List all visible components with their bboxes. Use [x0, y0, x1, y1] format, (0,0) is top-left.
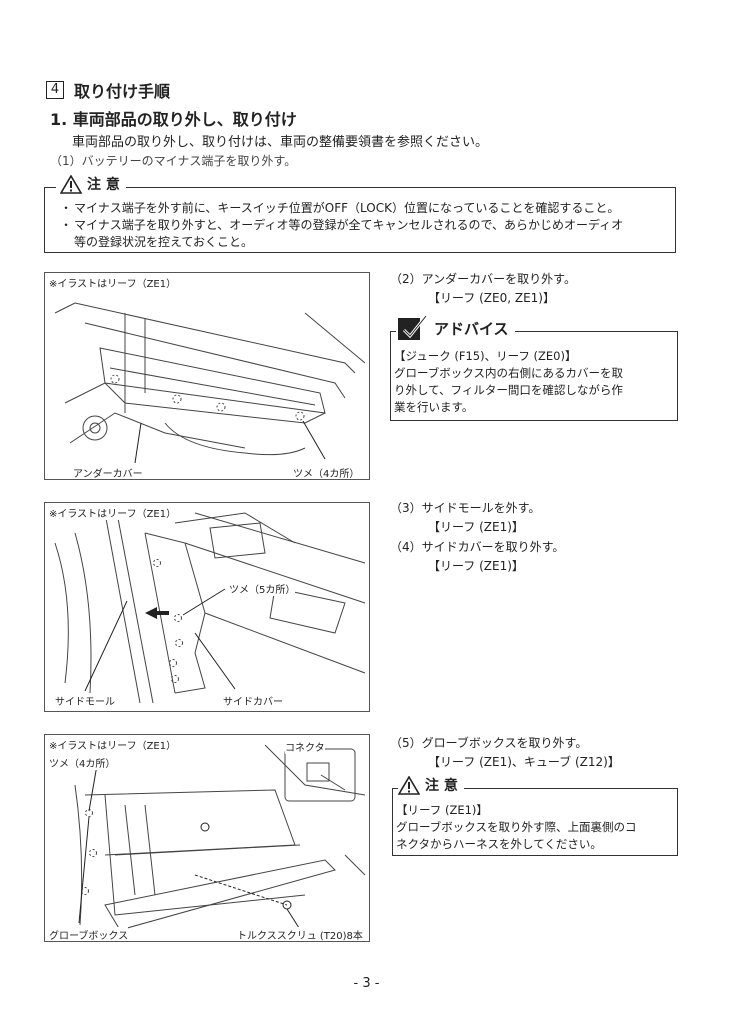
- intro-text: 車両部品の取り外し、取り付けは、車両の整備要領書を参照ください。: [72, 135, 489, 150]
- figure-1-caption: ※イラストはリーフ（ZE1）: [49, 275, 179, 290]
- side-cover-illustration: [54, 512, 366, 704]
- label-side-cover: サイドカバー: [223, 693, 283, 708]
- step-3-line-2: 【リーフ (ZE1)】: [428, 520, 524, 534]
- caution-small-title: 注 意: [425, 778, 458, 794]
- caution-item: マイナス端子を取り外すと、オーディオ等の登録が全てキャンセルされるので、あらかじ…: [60, 217, 670, 234]
- section-number: 4: [46, 81, 64, 99]
- label-under-cover: アンダーカバー: [73, 465, 143, 479]
- label-connector: コネクタ: [285, 739, 325, 754]
- caution-small-line: ネクタからハーネスを外してください。: [396, 837, 602, 851]
- label-side-mall: サイドモール: [55, 693, 115, 708]
- step-5-line-2: 【リーフ (ZE1)、キューブ (Z12)】: [428, 755, 620, 769]
- step-5: （5）グローブボックスを取り外す。 【リーフ (ZE1)、キューブ (Z12)】: [390, 734, 620, 772]
- caution-title: 注 意: [87, 177, 120, 193]
- label-glove-box: グローブボックス: [49, 927, 129, 941]
- page-number: - 3 -: [353, 976, 380, 991]
- advice-text: 【ジューク (F15)、リーフ (ZE0)】 グローブボックス内の右側にあるカバ…: [394, 348, 676, 416]
- advice-heading: アドバイス: [396, 314, 515, 342]
- caution-item-continuation: 等の登録状況を控えておくこと。: [60, 234, 670, 251]
- label-torx-screw: トルクススクリュ (T20)8本: [237, 927, 363, 941]
- caution-small-heading: 注 意: [398, 775, 464, 795]
- subsection-title: 1. 車両部品の取り外し、取り付け: [50, 110, 297, 129]
- advice-line: グローブボックス内の右側にあるカバーを取: [394, 366, 623, 380]
- step-4-line-2: 【リーフ (ZE1)】: [428, 559, 524, 573]
- caution-small-line: グローブボックスを取り外す際、上面裏側のコ: [396, 820, 637, 834]
- advice-line: 業を行います。: [394, 400, 474, 414]
- step-2-line-1: （2）アンダーカバーを取り外す。: [390, 272, 576, 286]
- figure-2-caption: ※イラストはリーフ（ZE1）: [49, 505, 179, 520]
- label-claw-4b: ツメ（4カ所）: [49, 755, 116, 770]
- section-title: 取り付け手順: [74, 82, 171, 101]
- step-1-text: （1）バッテリーのマイナス端子を取り外す。: [50, 154, 297, 168]
- caution-list: マイナス端子を外す前に、キースイッチ位置がOFF（LOCK）位置になっていること…: [60, 200, 670, 251]
- glove-box-illustration: [74, 744, 366, 932]
- advice-line: 【ジューク (F15)、リーフ (ZE0)】: [394, 349, 577, 363]
- step-4-line-1: （4）サイドカバーを取り外す。: [390, 540, 565, 554]
- step-2: （2）アンダーカバーを取り外す。 【リーフ (ZE0, ZE1)】: [390, 270, 576, 308]
- figure-side-cover: ※イラストはリーフ（ZE1） ツメ（5カ所） サイドモール サイドカバー: [44, 502, 370, 712]
- step-3-line-1: （3）サイドモールを外す。: [390, 501, 541, 515]
- caution-item: マイナス端子を外す前に、キースイッチ位置がOFF（LOCK）位置になっていること…: [60, 200, 670, 217]
- figure-under-cover: ※イラストはリーフ（ZE1） アンダーカバー ツメ（4カ所）: [44, 272, 370, 480]
- advice-box: [390, 331, 678, 421]
- warning-icon: [60, 174, 82, 194]
- caution-item-continuation-text: 等の登録状況を控えておくこと。: [74, 235, 254, 249]
- caution-box-small: [392, 788, 678, 856]
- figure-glove-box: ※イラストはリーフ（ZE1） ツメ（4カ所） コネクタ グローブボックス トルク…: [44, 734, 370, 942]
- advice-line: り外して、フィルター間口を確認しながら作: [394, 383, 623, 397]
- step-2-line-2: 【リーフ (ZE0, ZE1)】: [428, 291, 555, 305]
- label-claw-4: ツメ（4カ所）: [293, 465, 360, 479]
- warning-icon: [398, 775, 420, 795]
- caution-box: [44, 187, 676, 253]
- figure-3-caption: ※イラストはリーフ（ZE1）: [49, 737, 179, 752]
- step-5-line-1: （5）グローブボックスを取り外す。: [390, 736, 588, 750]
- step-3: （3）サイドモールを外す。 【リーフ (ZE1)】: [390, 499, 540, 537]
- caution-small-line: 【リーフ (ZE1)】: [396, 803, 488, 817]
- section-heading: 4 取り付け手順: [46, 78, 170, 102]
- step-4: （4）サイドカバーを取り外す。 【リーフ (ZE1)】: [390, 538, 564, 576]
- caution-small-text: 【リーフ (ZE1)】 グローブボックスを取り外す際、上面裏側のコ ネクタからハ…: [396, 802, 676, 853]
- advice-title: アドバイス: [434, 319, 509, 338]
- caution-heading: 注 意: [56, 174, 126, 194]
- advice-icon: [398, 315, 428, 340]
- under-cover-illustration: [54, 302, 366, 464]
- label-claw-5: ツメ（5カ所）: [229, 581, 296, 596]
